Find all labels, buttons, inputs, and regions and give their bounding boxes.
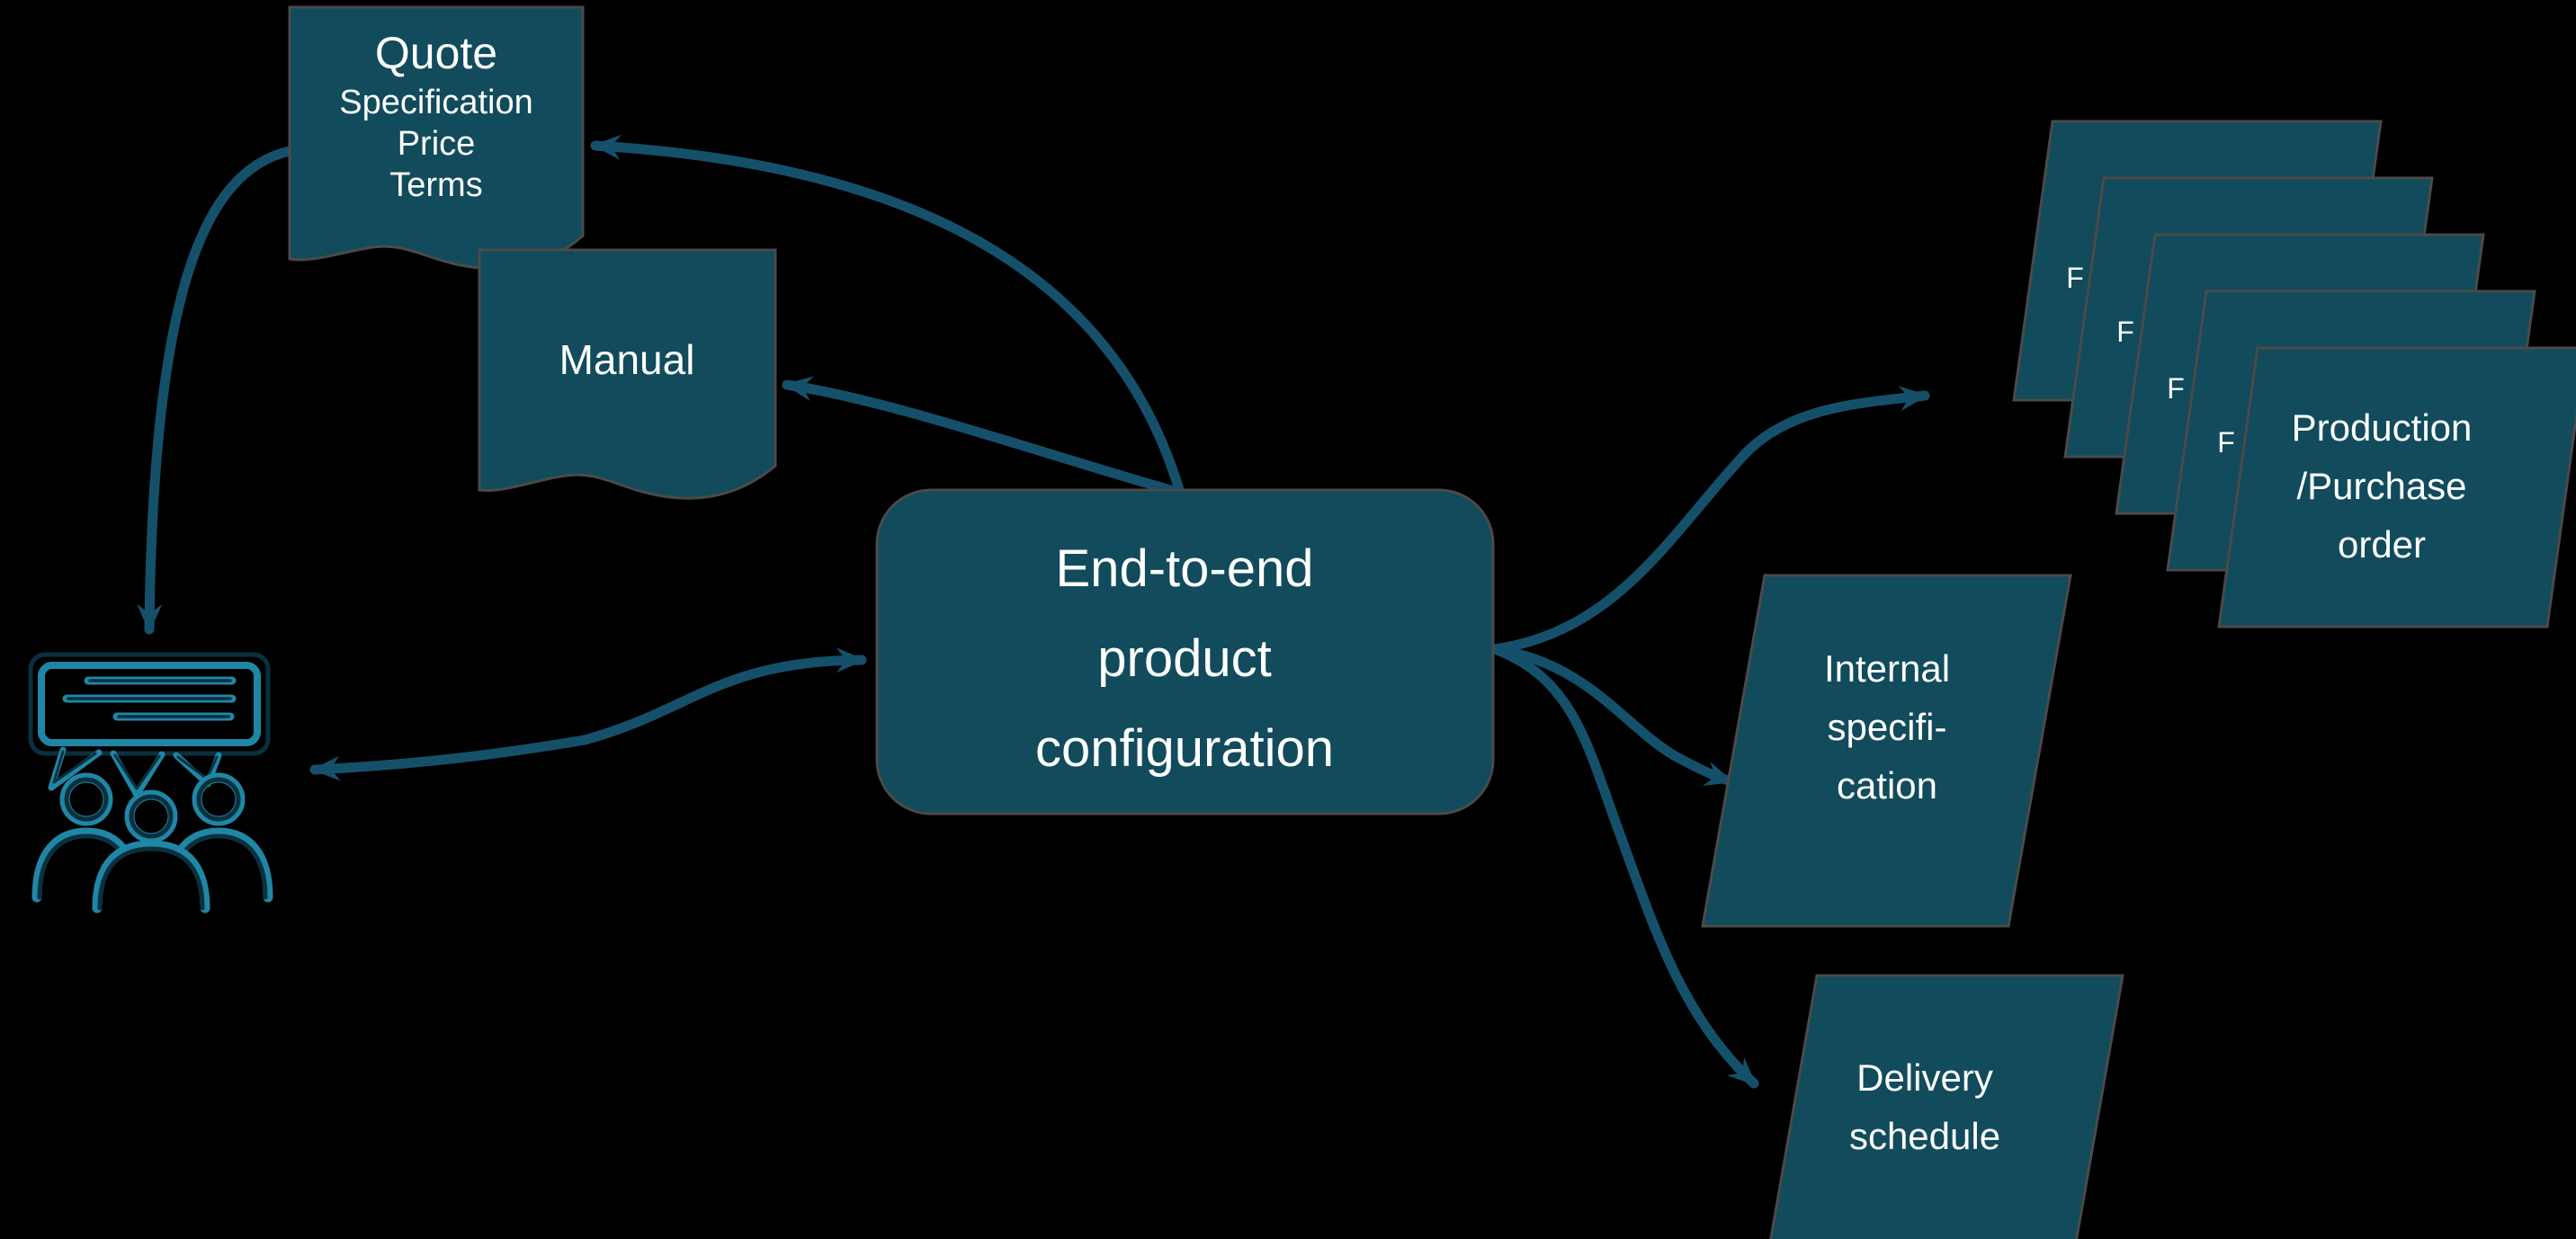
stacked-sheet-front <box>2217 346 2576 628</box>
production-order-line: Production <box>2292 406 2473 449</box>
central-process-line: End-to-end <box>1056 539 1314 598</box>
arrow-center-to-delivery <box>1489 644 1759 1089</box>
manual-label: Manual <box>559 336 695 383</box>
delivery-schedule-line: Delivery <box>1856 1056 1993 1099</box>
arrow-center-to-customers <box>309 735 590 781</box>
arrow-quote-to-customers <box>137 146 295 635</box>
speech-bubble-text-lines <box>62 676 237 721</box>
speech-bubble-tails <box>48 746 222 798</box>
delivery-schedule-shape <box>1769 974 2124 1239</box>
speech-bubble-outer <box>28 652 271 756</box>
central-process-shape <box>875 488 1495 816</box>
internal-spec-line: cation <box>1837 764 1937 807</box>
production-order-line: /Purchase <box>2296 465 2466 507</box>
node-production-order-stack: F F F F Production /Purchase order <box>2012 120 2576 628</box>
arrow-customers-to-center <box>579 647 867 745</box>
sheet-partial-label: F <box>2167 372 2185 405</box>
central-process-line: configuration <box>1035 719 1334 778</box>
arrow-center-to-manual <box>782 376 1185 498</box>
sheet-partial-label: F <box>2116 316 2134 348</box>
central-process-line: product <box>1097 629 1271 688</box>
node-quote-document: Quote Specification Price Terms <box>288 5 585 271</box>
delivery-schedule-line: schedule <box>1849 1115 2000 1157</box>
people-discussion-icon <box>28 652 273 914</box>
arrow-center-to-production <box>1489 386 1930 655</box>
connectors <box>137 134 1930 1089</box>
arrow-center-to-quote <box>590 134 1185 498</box>
arrow-center-to-internal-spec <box>1489 644 1736 787</box>
internal-spec-line: specifi- <box>1827 706 1946 748</box>
person-center-icon <box>92 789 210 914</box>
internal-specification-shape <box>1701 574 2072 928</box>
node-central-process: End-to-end product configuration <box>875 488 1495 816</box>
quote-title: Quote <box>375 28 497 78</box>
node-internal-specification: Internal specifi- cation <box>1701 574 2072 928</box>
internal-spec-line: Internal <box>1824 647 1950 690</box>
sheet-partial-label: F <box>2217 426 2235 459</box>
speech-bubble-icon <box>38 662 261 746</box>
node-delivery-schedule: Delivery schedule <box>1769 974 2124 1239</box>
node-manual-document: Manual <box>478 248 777 500</box>
sheet-partial-label: F <box>2066 262 2084 294</box>
quote-line: Specification <box>339 84 532 121</box>
production-order-line: order <box>2338 523 2426 566</box>
quote-line: Price <box>398 125 476 163</box>
quote-line: Terms <box>389 166 482 204</box>
manual-document-shape <box>478 248 777 500</box>
